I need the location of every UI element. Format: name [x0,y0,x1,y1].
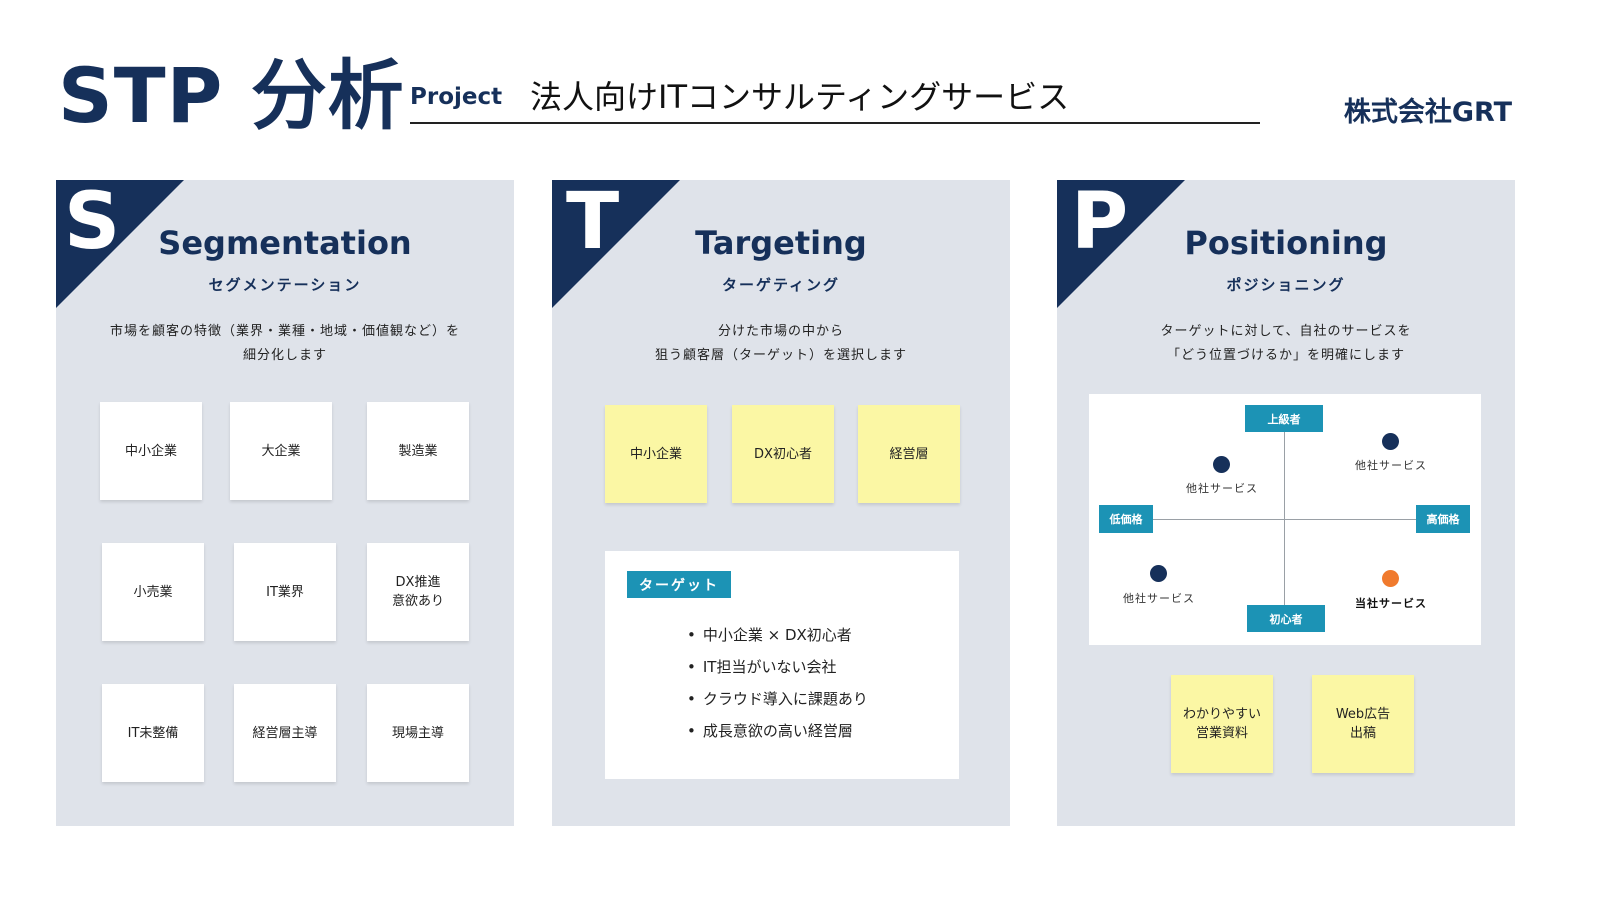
note-line: IT未整備 [127,725,179,741]
corner-letter: T [566,180,620,267]
axis-label-top: 上級者 [1245,405,1323,432]
targeting-panel: T Targeting ターゲティング 分けた市場の中から 狙う顧客層（ターゲッ… [552,180,1010,826]
sticky-note: 経営層 [858,405,960,503]
note-line: 中小企業 [124,443,177,459]
target-list-item: クラウド導入に課題あり [687,687,868,719]
desc-line: 狙う顧客層（ターゲット）を選択します [654,348,907,363]
panel-title: Segmentation [158,224,412,262]
sticky-note: IT業界 [234,543,336,641]
competitor-label: 他社サービス [1186,482,1258,495]
project-underline [410,122,1260,124]
axis-label-right: 高価格 [1416,505,1470,533]
sticky-note: DX初心者 [732,405,834,503]
competitor-dot [1382,433,1399,450]
panel-description: 市場を顧客の特徴（業界・業種・地域・価値観など）を 細分化します [56,320,514,368]
desc-line: 「どう位置づけるか」を明確にします [1166,348,1405,363]
desc-line: ターゲットに対して、自社のサービスを [1160,324,1412,339]
project-label: Project [410,84,503,110]
panel-description: 分けた市場の中から 狙う顧客層（ターゲット）を選択します [552,320,1010,368]
corner-badge [56,180,184,308]
sticky-note: 中小企業 [100,402,202,500]
note-line: Web広告 [1335,707,1391,722]
sticky-note: DX推進意欲あり [367,543,469,641]
axis-label-bottom: 初心者 [1247,605,1325,632]
competitor-label: 他社サービス [1355,459,1427,472]
note-line: 大企業 [261,443,301,459]
sticky-note: 現場主導 [367,684,469,782]
sticky-note: わかりやすい営業資料 [1171,675,1273,773]
note-line: DX推進 [395,575,441,590]
segmentation-panel: S Segmentation セグメンテーション 市場を顧客の特徴（業界・業種・… [56,180,514,826]
vertical-axis [1284,412,1285,630]
target-list-item: 中小企業 × DX初心者 [687,623,868,655]
page-title: STP 分析 [58,51,405,140]
corner-badge [1057,180,1185,308]
target-list: 中小企業 × DX初心者 IT担当がいない会社 クラウド導入に課題あり 成長意欲… [687,623,868,751]
panel-subtitle: ターゲティング [721,276,841,294]
target-tag: ターゲット [627,571,731,598]
sticky-note: 製造業 [367,402,469,500]
note-line: 現場主導 [391,725,444,741]
target-list-item: 成長意欲の高い経営層 [687,719,868,751]
note-line: 出稿 [1349,726,1376,741]
desc-line: 市場を顧客の特徴（業界・業種・地域・価値観など）を [109,324,460,339]
competitor-dot [1150,565,1167,582]
own-service-label: 当社サービス [1355,597,1427,610]
corner-badge [552,180,680,308]
competitor-label: 他社サービス [1123,592,1195,605]
sticky-note: IT未整備 [102,684,204,782]
sticky-note: 小売業 [102,543,204,641]
note-line: 意欲あり [391,594,444,609]
panel-title: Targeting [695,224,867,262]
sticky-note: 大企業 [230,402,332,500]
note-line: 経営層主導 [252,725,318,741]
corner-letter: P [1071,180,1129,267]
axis-label-left: 低価格 [1099,505,1153,533]
competitor-dot [1213,456,1230,473]
note-line: 製造業 [398,443,438,459]
corner-letter: S [64,180,121,267]
sticky-note: 経営層主導 [234,684,336,782]
sticky-note: 中小企業 [605,405,707,503]
note-line: 小売業 [133,584,173,600]
panel-description: ターゲットに対して、自社のサービスを 「どう位置づけるか」を明確にします [1057,320,1515,368]
note-line: わかりやすい [1182,707,1261,722]
positioning-panel: P Positioning ポジショニング ターゲットに対して、自社のサービスを… [1057,180,1515,826]
horizontal-axis [1111,519,1459,520]
note-line: IT業界 [266,584,304,600]
project-name: 法人向けITコンサルティングサービス [530,78,1070,116]
note-line: 営業資料 [1195,726,1248,741]
target-list-item: IT担当がいない会社 [687,655,868,687]
target-summary-box: ターゲット 中小企業 × DX初心者 IT担当がいない会社 クラウド導入に課題あ… [605,551,959,779]
sticky-note: Web広告出稿 [1312,675,1414,773]
panel-title: Positioning [1184,224,1388,262]
own-service-dot [1382,570,1399,587]
positioning-map: 上級者 初心者 低価格 高価格 他社サービス 他社サービス 他社サービス 当社サ… [1089,394,1481,645]
company-name: 株式会社GRT [1343,97,1512,128]
desc-line: 細分化します [242,348,327,363]
panel-subtitle: セグメンテーション [208,276,362,294]
panel-subtitle: ポジショニング [1226,276,1346,294]
desc-line: 分けた市場の中から [717,324,844,339]
